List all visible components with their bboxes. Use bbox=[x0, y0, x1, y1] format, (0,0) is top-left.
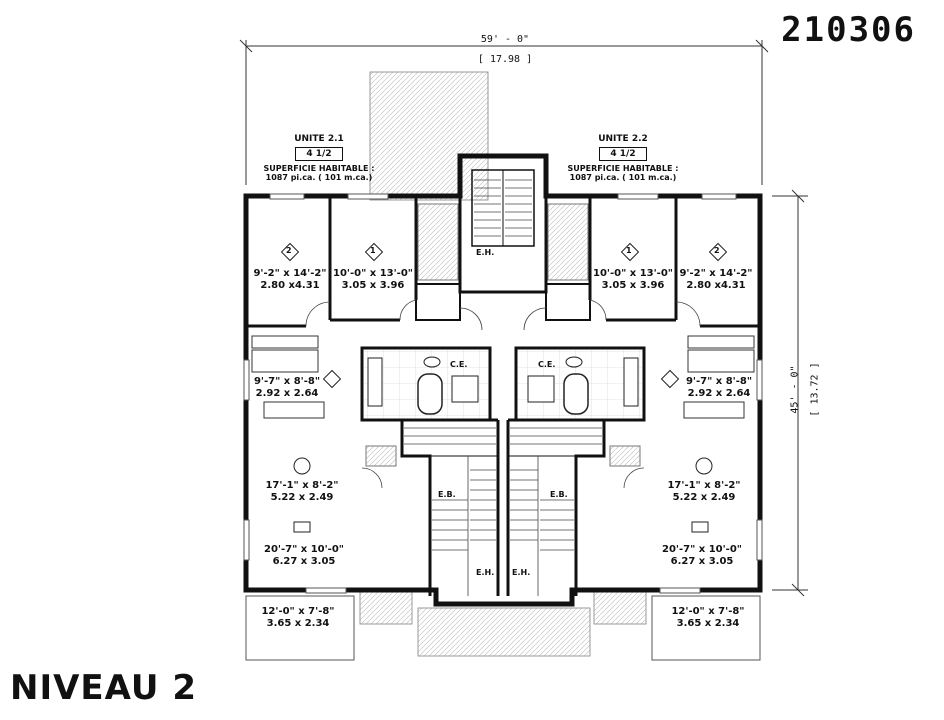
tag-eh-bottom-left: E.H. bbox=[476, 568, 495, 577]
room-kitchen-right: 9'-7" x 8'-8"2.92 x 2.64 bbox=[685, 376, 753, 399]
room-balcony-right: 12'-0" x 7'-8"3.65 x 2.34 bbox=[671, 606, 745, 629]
level-label: NIVEAU 2 bbox=[10, 668, 198, 708]
unit-area-label: SUPERFICIE HABITABLE : bbox=[567, 164, 679, 173]
bedroom-number-tag: 2 bbox=[714, 246, 720, 255]
tag-eh-bottom-right: E.H. bbox=[512, 568, 531, 577]
unit-area: 1087 pi.ca. ( 101 m.ca.) bbox=[265, 173, 373, 182]
unit-type: 4 1/2 bbox=[599, 147, 647, 161]
overall-width-metric: [ 17.98 ] bbox=[477, 54, 533, 65]
unit-area-label: SUPERFICIE HABITABLE : bbox=[263, 164, 375, 173]
unit-name: UNITE 2.2 bbox=[598, 134, 648, 144]
room-balcony-left: 12'-0" x 7'-8"3.65 x 2.34 bbox=[261, 606, 335, 629]
room-bedroom-2-right: 9'-2" x 14'-2"2.80 x4.31 bbox=[679, 268, 753, 291]
room-dining-right: 17'-1" x 8'-2"5.22 x 2.49 bbox=[667, 480, 741, 503]
unit-area: 1087 pi.ca. ( 101 m.ca.) bbox=[569, 173, 677, 182]
doors bbox=[305, 299, 701, 489]
room-living-left: 20'-7" x 10'-0"6.27 x 3.05 bbox=[263, 544, 344, 567]
room-living-right: 20'-7" x 10'-0"6.27 x 3.05 bbox=[661, 544, 742, 567]
room-kitchen-left: 9'-7" x 8'-8"2.92 x 2.64 bbox=[253, 376, 321, 399]
unit-type: 4 1/2 bbox=[295, 147, 343, 161]
bedroom-number-tag: 1 bbox=[626, 246, 632, 255]
stairs bbox=[404, 179, 602, 596]
tag-water-heater: E.H. bbox=[476, 248, 495, 257]
unit-2-1-info: UNITE 2.1 4 1/2 SUPERFICIE HABITABLE : 1… bbox=[254, 134, 384, 182]
tag-eb-right: E.B. bbox=[550, 490, 568, 499]
tag-ce-right: C.E. bbox=[538, 360, 556, 369]
exterior-walls bbox=[243, 153, 763, 607]
unit-name: UNITE 2.1 bbox=[294, 134, 344, 144]
room-bedroom-1-left: 10'-0" x 13'-0"3.05 x 3.96 bbox=[332, 268, 413, 291]
tag-ce-left: C.E. bbox=[450, 360, 468, 369]
windows bbox=[243, 193, 763, 594]
room-bedroom-2-left: 9'-2" x 14'-2"2.80 x4.31 bbox=[253, 268, 327, 291]
interior-walls bbox=[246, 169, 760, 596]
bedroom-number-tag: 2 bbox=[286, 246, 292, 255]
unit-2-2-info: UNITE 2.2 4 1/2 SUPERFICIE HABITABLE : 1… bbox=[558, 134, 688, 182]
overall-width-imperial: 59' - 0" bbox=[480, 34, 530, 45]
bedroom-number-tag: 1 bbox=[370, 246, 376, 255]
room-bedroom-1-right: 10'-0" x 13'-0"3.05 x 3.96 bbox=[592, 268, 673, 291]
plan-number: 210306 bbox=[781, 10, 916, 50]
room-icons bbox=[280, 242, 728, 533]
tag-eb-left: E.B. bbox=[438, 490, 456, 499]
room-dining-left: 17'-1" x 8'-2"5.22 x 2.49 bbox=[265, 480, 339, 503]
dimension-lines bbox=[239, 39, 808, 597]
roof-hatch bbox=[369, 71, 489, 201]
